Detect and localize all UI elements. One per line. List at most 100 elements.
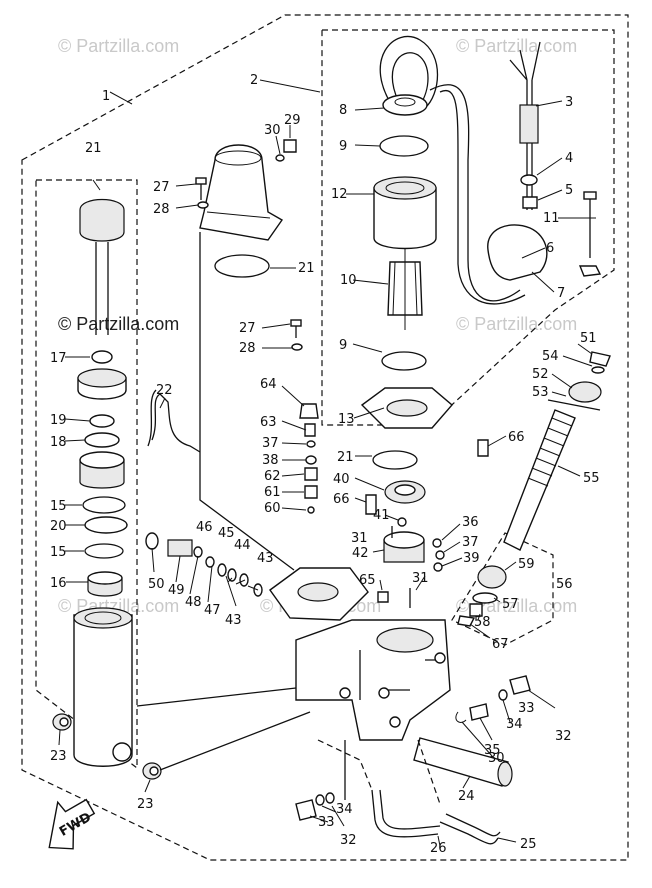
fwd-arrow: FWD [48,798,96,850]
ram-spring [527,417,573,487]
wire-bracket [487,224,548,281]
callout-leader [58,729,61,746]
trim-ram-assembly [432,351,611,627]
watermark: © Partzilla.com [456,36,577,56]
callout-leader [479,717,493,741]
callout-label: 62 [264,469,281,484]
callout-label: 29 [284,113,301,128]
callout-label: 32 [555,729,572,744]
ram-55 [503,409,576,551]
manifold-port [389,716,401,728]
leader-line [136,687,297,707]
callout-label: 47 [204,603,221,618]
pump-plate-bore [297,582,339,602]
callout-label: 61 [264,485,281,500]
callout-label: 63 [260,415,277,430]
callout-label: 45 [218,526,235,541]
fittings-right [455,675,531,723]
callout-label: 22 [156,383,173,398]
bushings [52,713,162,780]
callout-label: 60 [264,501,281,516]
watermark: © Partzilla.com [58,314,179,334]
callout-label: 21 [337,450,354,465]
callout-label: 46 [196,520,213,535]
callout-label: 34 [336,802,353,817]
callout-leader [352,279,389,285]
part-67 [457,615,476,627]
callout-leader [189,555,199,595]
callout-leader [493,597,501,603]
callout-label: 43 [257,551,274,566]
callout-label: 9 [339,139,347,154]
callout-leader [521,247,546,259]
o-ring-50 [145,532,159,550]
callout-leader [469,623,491,639]
armature-seg [392,261,396,316]
o-ring [84,543,124,559]
leader-line [417,739,441,805]
callout-label: 41 [373,508,390,523]
end-plate-boss [386,399,428,417]
callout-leader [551,373,573,389]
callout-leader [175,183,197,187]
callout-label: 8 [339,103,347,118]
callout-label: 39 [463,551,480,566]
callout-label: 20 [50,519,67,534]
pipe-26 [371,789,439,838]
wire-tube-2 [439,89,526,305]
manifold-port [339,687,351,699]
reservoir-flange [206,211,271,219]
callout-leader [225,575,237,607]
shaft-24-end [497,761,513,787]
callout-leader [502,699,511,723]
callout-label: 33 [518,701,535,716]
pipe-25b [445,813,501,837]
callout-label: 40 [333,472,350,487]
manifold-port [434,652,446,664]
reservoir-tank [199,144,284,241]
callout-label: 23 [137,797,154,812]
callout-label: 58 [474,615,491,630]
backup-ring [84,432,120,448]
o-ring [82,496,126,514]
reservoir-assembly [195,139,297,278]
callout-label: 31 [412,571,429,586]
callout-label: 52 [532,367,549,382]
shaft-24 [413,737,509,787]
bolt-66b [477,439,489,457]
callout-leader [281,473,305,477]
grommet [520,174,538,186]
callout-label: 44 [234,538,251,553]
cylinder-eye [112,742,132,762]
ball-37 [306,440,316,448]
ball-36 [432,538,442,548]
callout-label: 10 [340,273,357,288]
manifold-cylinder-bore [376,627,434,653]
callout-label: 66 [333,492,350,507]
callout-label: 43 [225,613,242,628]
o-ring [379,135,429,157]
callout-leader [443,541,461,553]
callout-leader [159,397,166,409]
callout-label: 21 [85,141,102,156]
callout-label: 59 [518,557,535,572]
wire-loop-inner [391,52,429,109]
part-58 [469,603,483,617]
washer [197,201,209,209]
valve-46 [217,563,227,577]
cylinder-cap-top [87,571,123,585]
pump-upper-parts [365,439,489,603]
gear-pump-42-top [383,531,425,549]
leader-line [317,739,373,791]
callout-leader [461,721,493,757]
callout-leader [175,204,199,209]
callout-label: 56 [556,577,573,592]
callout-labels: 1 2 3 21 4 5 6 7 8 9 9 10 11 12 13 15 15… [50,73,600,856]
callout-label: 15 [50,499,67,514]
callout-label: 64 [260,377,277,392]
spring-38 [305,455,317,465]
callout-label: 32 [340,833,357,848]
pipe-22b [147,389,157,447]
callout-leader [247,585,259,591]
tilt-cylinder [73,614,133,767]
